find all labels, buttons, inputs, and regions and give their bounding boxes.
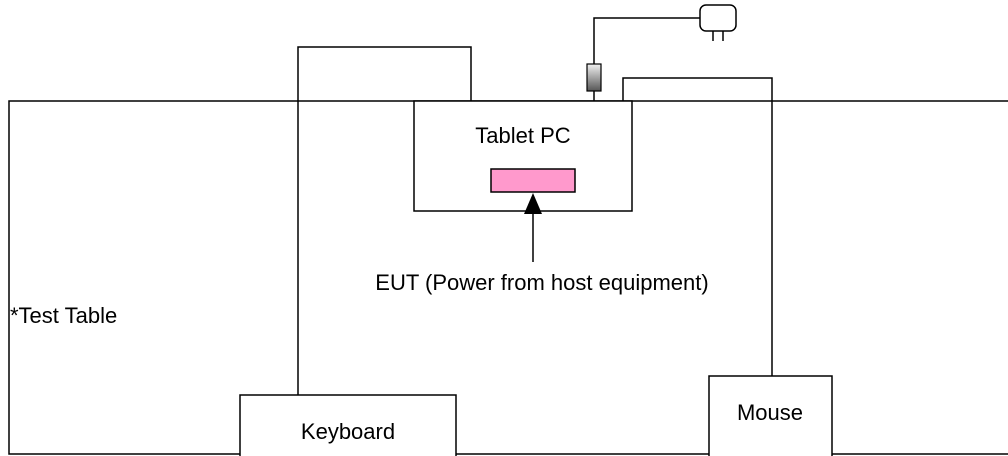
power-cable (593, 17, 700, 101)
test-table-label: *Test Table (10, 303, 117, 328)
eut-label: EUT (Power from host equipment) (375, 270, 708, 295)
mouse-label: Mouse (737, 400, 803, 425)
keyboard-cable (297, 46, 472, 395)
mouse-box (708, 375, 833, 456)
power-adapter-icon (586, 63, 602, 92)
arrow-up-icon (524, 193, 542, 214)
wall-plug-icon (699, 4, 737, 41)
keyboard-label: Keyboard (301, 419, 395, 444)
tablet-pc-box (413, 100, 633, 212)
tablet-pc-label: Tablet PC (475, 123, 570, 148)
keyboard-box (239, 394, 457, 456)
mouse-cable (622, 77, 773, 376)
eut-box (490, 168, 576, 193)
